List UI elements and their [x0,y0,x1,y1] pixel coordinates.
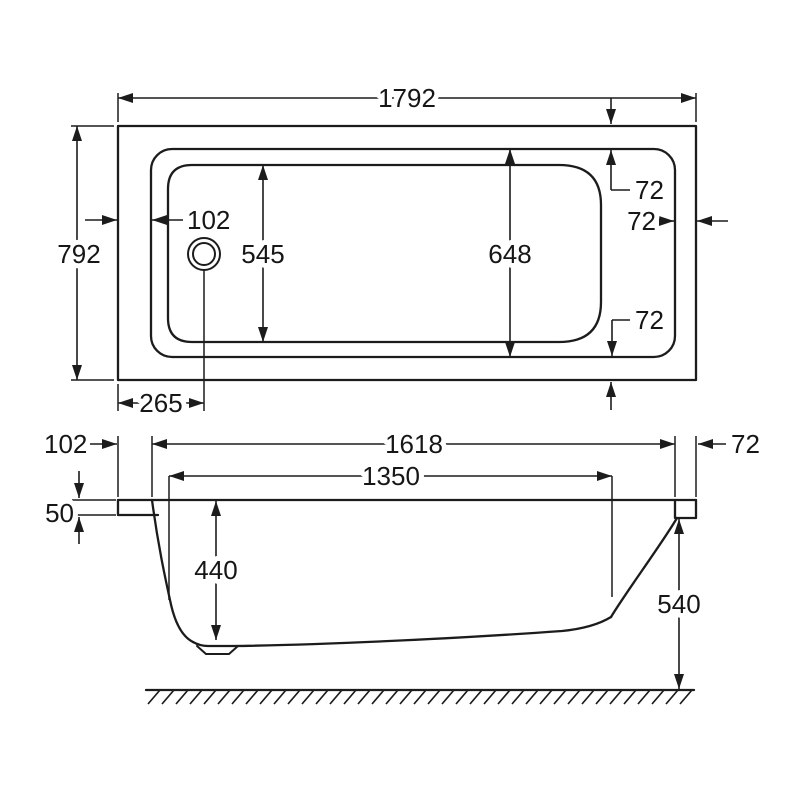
hatch-tick [609,689,623,705]
side-right-rim-edge [673,498,698,520]
dim-plan-drain-offset: 265 [117,383,204,423]
dim-label-440: 440 [194,555,237,585]
dim-label-side-72: 72 [731,429,760,459]
hatch-tick [679,689,693,705]
plan-basin-edge [166,163,603,344]
dim-label-792: 792 [57,239,100,269]
dim-label-648: 648 [488,239,531,269]
plan-rim-inner-edge [149,147,677,359]
dim-label-72-top: 72 [635,175,664,205]
hatch-tick [497,689,511,705]
hatch-tick [637,689,651,705]
dim-label-1792: 1792 [378,83,436,113]
side-basin-bottom [191,615,613,648]
hatch-tick [315,689,329,705]
side-right-wall-slope [609,516,679,619]
hatch-tick [399,689,413,705]
dim-label-1350: 1350 [362,461,420,491]
hatch-tick [175,689,189,705]
side-view: 102 1618 72 1350 50 [39,424,765,705]
hatch-tick [623,689,637,705]
hatch-tick [273,689,287,705]
dim-label-72-bottom: 72 [635,305,664,335]
dim-label-side-102: 102 [44,429,87,459]
hatch-tick [371,689,385,705]
hatch-tick [595,689,609,705]
drain-inner-circle [192,242,216,266]
side-left-wall-slope [150,498,195,644]
dim-side-rim-gap-right: 72 [698,424,765,464]
dim-label-540: 540 [657,589,700,619]
dim-label-50: 50 [45,498,74,528]
hatch-tick [581,689,595,705]
dim-side-inner-depth: 440 [189,501,243,640]
hatch-tick [217,689,231,705]
hatch-tick [189,689,203,705]
hatch-tick [301,689,315,705]
dim-plan-overall-length: 1792 [117,78,697,122]
hatch-tick [665,689,679,705]
hatch-tick [441,689,455,705]
dim-label-545: 545 [241,239,284,269]
hatch-tick [651,689,665,705]
dim-label-265: 265 [139,388,182,418]
side-left-rim-edge [116,498,160,517]
hatch-tick [413,689,427,705]
hatch-tick [329,689,343,705]
dim-side-end-wall: 102 [39,424,117,464]
dim-plan-inner-width-drain-end: 545 [236,165,290,342]
hatch-tick [259,689,273,705]
hatch-tick [539,689,553,705]
hatch-tick [427,689,441,705]
dim-plan-overall-width: 792 [52,125,114,381]
dim-label-102: 102 [187,205,230,235]
hatch-tick [245,689,259,705]
dim-plan-inner-width-mid: 648 [483,149,537,357]
dim-plan-rim-gap-bottom: 72 [606,300,669,410]
hatch-tick [161,689,175,705]
ground-hatching [147,689,693,705]
dim-label-72-right: 72 [627,206,656,236]
hatch-tick [455,689,469,705]
plan-outer-edge [116,124,698,382]
hatch-tick [525,689,539,705]
hatch-tick [469,689,483,705]
hatch-tick [287,689,301,705]
hatch-tick [483,689,497,705]
dim-plan-rim-gap-top: 72 [606,98,669,210]
hatch-tick [147,689,161,705]
dim-plan-end-wall: 102 [85,200,235,240]
dim-plan-rim-gap-right: 72 [622,201,728,241]
dim-side-basin-floor-length: 1350 [168,456,613,600]
dim-label-1618: 1618 [385,429,443,459]
dim-side-overall-height: 540 [652,519,706,689]
hatch-tick [357,689,371,705]
hatch-tick [511,689,525,705]
plan-view: 1792 792 102 545 648 [52,78,728,423]
hatch-tick [231,689,245,705]
hatch-tick [553,689,567,705]
hatch-tick [567,689,581,705]
hatch-tick [385,689,399,705]
hatch-tick [343,689,357,705]
dim-side-rim-thickness: 50 [40,471,116,544]
side-drain-fitting [196,645,239,655]
dim-side-rim-inner-length: 1618 [152,424,675,464]
hatch-tick [203,689,217,705]
